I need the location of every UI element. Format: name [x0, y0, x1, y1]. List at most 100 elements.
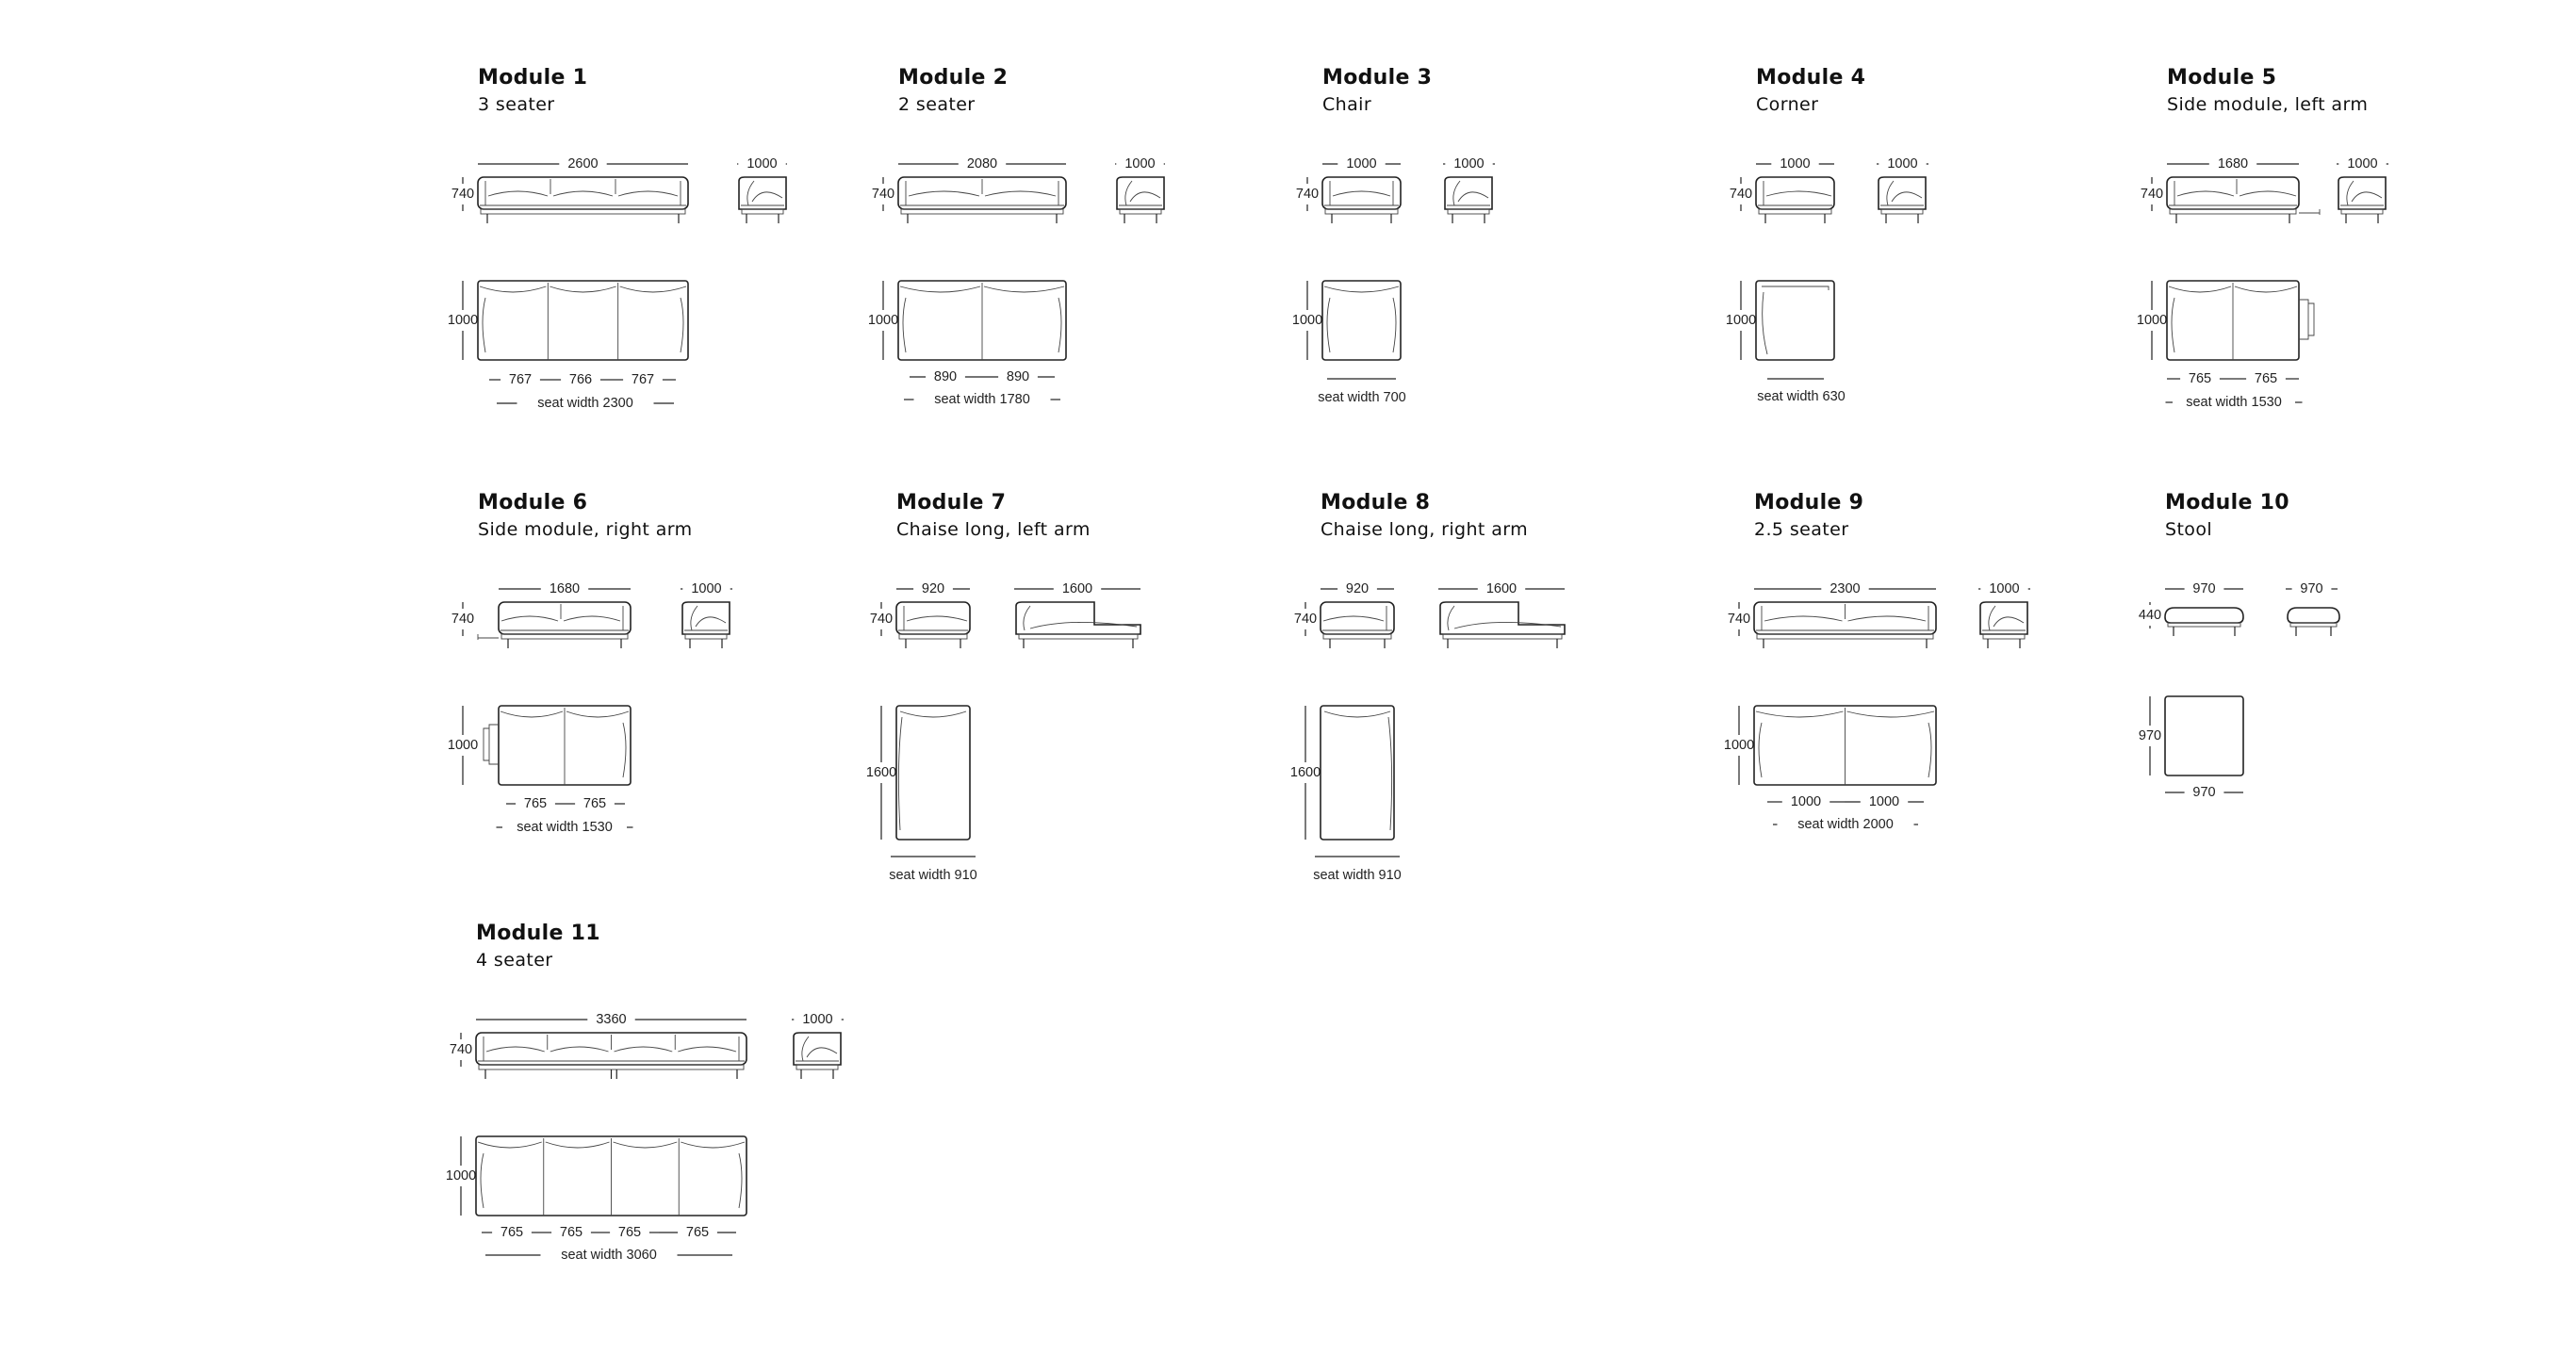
- sofa-frame: [898, 633, 968, 640]
- sofa-frame: [480, 208, 686, 215]
- width-label: 1680: [2218, 156, 2248, 171]
- backrest-curve: [545, 1141, 610, 1149]
- module-title: Module 7: [896, 491, 1007, 514]
- height-label: 740: [1728, 612, 1750, 627]
- plan-depth-label: 1600: [1290, 765, 1321, 780]
- sofa-frame: [500, 633, 629, 640]
- backrest-curve: [2168, 286, 2232, 293]
- backrest-curve: [801, 1036, 810, 1062]
- seat-width-label: seat width 2000: [1797, 817, 1894, 832]
- seat-part-label: 1000: [1791, 794, 1821, 809]
- seat-width-label: seat width 1530: [2186, 395, 2282, 410]
- plan-depth-label: 1600: [866, 765, 896, 780]
- sofa-side-body: [2338, 176, 2387, 210]
- sofa-side-body: [1444, 176, 1493, 210]
- sofa-front-body: [1320, 601, 1395, 635]
- seat-part-label: 890: [1007, 369, 1029, 384]
- backrest-curve: [500, 710, 564, 718]
- backrest-curve: [2346, 180, 2354, 206]
- sofa-side-body: [738, 176, 787, 210]
- seat-cushion: [2239, 190, 2297, 197]
- sofa-front-body: [895, 601, 971, 635]
- backrest-curve: [613, 1141, 678, 1149]
- backrest-curve: [1886, 180, 1895, 206]
- plan-depth-label: 1000: [446, 1168, 476, 1184]
- seat-cushion: [751, 191, 783, 203]
- seat-width-label: seat width 3060: [561, 1248, 657, 1263]
- stool-plan-outline: [2164, 695, 2244, 776]
- depth-label: 1000: [2347, 156, 2377, 171]
- sofa-frame: [684, 633, 728, 640]
- width-label: 1680: [550, 581, 580, 596]
- chaise-plan-outline: [1320, 705, 1395, 841]
- sofa-frame: [1447, 208, 1490, 215]
- stool-cushion: [2287, 607, 2340, 624]
- height-label: 740: [870, 612, 893, 627]
- sofa-frame: [741, 208, 784, 215]
- seat-cushion: [1129, 191, 1161, 203]
- module-title: Module 3: [1322, 66, 1433, 90]
- seat-cushion: [908, 190, 980, 197]
- seat-width-label: seat width 1780: [934, 392, 1030, 407]
- chaise-cushion: [1023, 605, 1138, 631]
- width-label: 2080: [967, 156, 997, 171]
- seat-part-label: 765: [524, 796, 547, 811]
- armrest-curve: [1058, 297, 1062, 353]
- height-label: 740: [451, 187, 474, 202]
- height-label: 740: [1296, 187, 1319, 202]
- module-subtitle: 3 seater: [478, 94, 555, 115]
- depth-label: 1000: [747, 156, 777, 171]
- backrest-curve: [2234, 286, 2298, 293]
- width-label: 2300: [1829, 581, 1860, 596]
- sofa-side-body: [1878, 176, 1927, 210]
- depth-label: 1000: [1989, 581, 2019, 596]
- seat-part-label: 766: [569, 372, 592, 387]
- module-subtitle: Side module, right arm: [478, 519, 693, 540]
- seat-cushion: [1322, 615, 1385, 622]
- chaise-plan-details: [897, 710, 967, 831]
- backrest-curve: [747, 180, 755, 206]
- depth-label: 1600: [1486, 581, 1517, 596]
- sofa-frame: [1442, 633, 1563, 640]
- seat-cushion: [1891, 191, 1923, 203]
- seat-cushion: [487, 190, 549, 197]
- plan-depth-label: 1000: [2137, 313, 2167, 328]
- module-subtitle: Chaise long, left arm: [896, 519, 1091, 540]
- seat-width-label: seat width 910: [889, 868, 977, 883]
- height-label: 740: [1730, 187, 1752, 202]
- armrest-curve: [738, 1152, 743, 1209]
- module-subtitle: Corner: [1756, 94, 1819, 115]
- width-label: 920: [922, 581, 944, 596]
- connector-bracket: [483, 724, 499, 765]
- seat-part-label: 765: [686, 1225, 709, 1240]
- module-subtitle: Stool: [2165, 519, 2213, 540]
- seat-width-label: seat width 1530: [517, 820, 613, 835]
- sofa-side-body: [1116, 176, 1165, 210]
- seat-part-label: 970: [2192, 785, 2215, 800]
- sofa-side-body: [1979, 601, 2028, 635]
- height-label: 740: [2141, 187, 2163, 202]
- width-label: 1000: [1346, 156, 1376, 171]
- seat-part-label: 765: [560, 1225, 582, 1240]
- seat-cushion: [906, 615, 968, 622]
- module-subtitle: 4 seater: [476, 950, 553, 971]
- armrest-curve: [1928, 722, 1932, 778]
- depth-label: 1000: [1453, 156, 1484, 171]
- module-subtitle: Side module, left arm: [2167, 94, 2369, 115]
- seat-part-label: 765: [618, 1225, 641, 1240]
- seat-width-label: seat width 2300: [537, 396, 633, 411]
- chaise-cushion: [1447, 605, 1562, 631]
- module-title: Module 1: [478, 66, 588, 90]
- module-title: Module 2: [898, 66, 1009, 90]
- chaise-side-body: [1439, 601, 1566, 635]
- plan-depth-label: 970: [2139, 728, 2161, 743]
- height-label: 440: [2139, 608, 2161, 623]
- seat-part-label: 765: [2255, 371, 2277, 386]
- module-subtitle: Chaise long, right arm: [1321, 519, 1529, 540]
- backrest-curve: [690, 605, 698, 631]
